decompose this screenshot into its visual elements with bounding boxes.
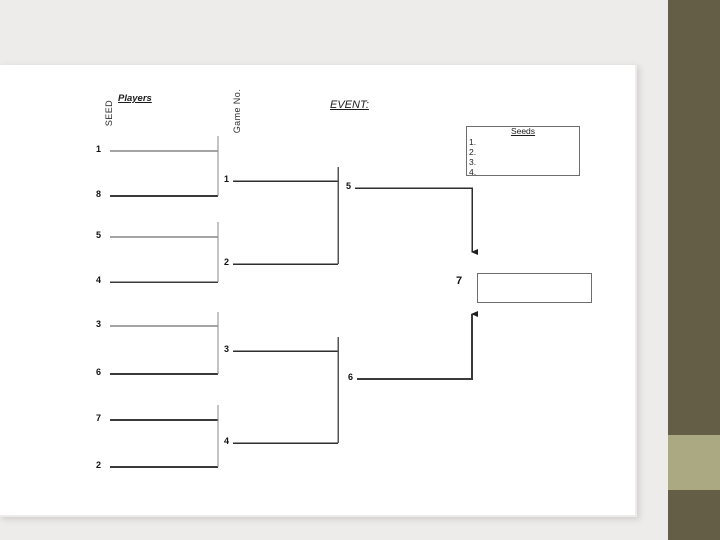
game-number-2: 2 [224, 257, 230, 267]
game-number-1: 1 [224, 174, 230, 184]
event-title[interactable]: EVENT: [330, 99, 369, 111]
seed-label-7: 7 [96, 413, 102, 423]
seeds-slot-3[interactable]: 3. [469, 157, 477, 167]
seed-label-8: 2 [96, 460, 102, 470]
game-no-header: Game No. [232, 89, 242, 134]
seed-label-2: 8 [96, 189, 102, 199]
game-number-4: 4 [224, 436, 230, 446]
seed-label-1: 1 [96, 144, 102, 154]
right-accent-block [668, 435, 720, 490]
seed-axis-label: SEED [104, 100, 114, 127]
seeds-slot-2[interactable]: 2. [469, 147, 477, 157]
seed-label-4: 4 [96, 275, 102, 285]
champion-name-box[interactable] [477, 273, 592, 303]
game-number-5: 5 [346, 181, 352, 191]
seeds-box[interactable] [466, 126, 580, 176]
seeds-slot-1[interactable]: 1. [469, 137, 477, 147]
seeds-slot-4[interactable]: 4. [469, 167, 477, 177]
players-header: Players [118, 93, 152, 104]
seed-label-5: 3 [96, 319, 102, 329]
seed-label-6: 6 [96, 367, 102, 377]
game-number-6: 6 [348, 372, 354, 382]
seed-label-3: 5 [96, 230, 102, 240]
final-game-number: 7 [456, 275, 463, 287]
seeds-box-title: Seeds [510, 126, 536, 136]
game-number-3: 3 [224, 344, 230, 354]
